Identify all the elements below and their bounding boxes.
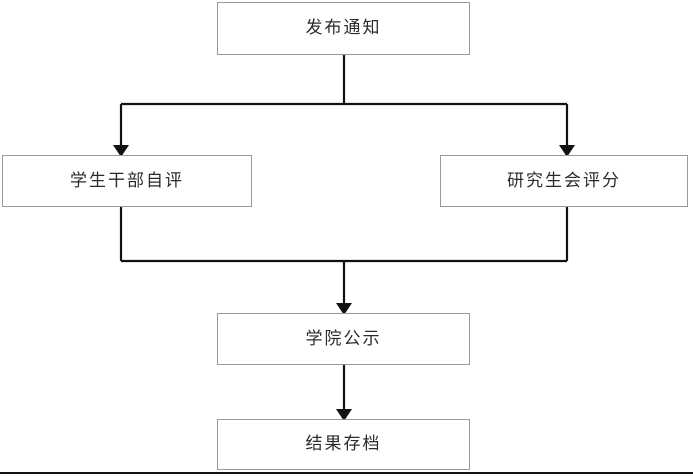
node-student-cadre-self-evaluation-label: 学生干部自评: [70, 170, 184, 191]
node-graduate-union-scoring-label: 研究生会评分: [507, 170, 621, 191]
page-footer-rule: [0, 472, 693, 474]
node-student-cadre-self-evaluation[interactable]: 学生干部自评: [2, 155, 252, 207]
node-result-archiving[interactable]: 结果存档: [217, 419, 470, 470]
node-college-public-announcement[interactable]: 学院公示: [217, 313, 470, 365]
edge-publish-to-branches: [113, 55, 575, 157]
node-result-archiving-label: 结果存档: [305, 434, 382, 454]
node-college-public-announcement-label: 学院公示: [305, 328, 382, 349]
edge-branches-to-announcement: [119, 207, 569, 315]
edge-announcement-to-archiving: [336, 365, 352, 421]
node-graduate-union-scoring[interactable]: 研究生会评分: [440, 155, 688, 207]
node-publish-notice[interactable]: 发布通知: [217, 2, 470, 55]
node-publish-notice-label: 发布通知: [305, 18, 382, 38]
